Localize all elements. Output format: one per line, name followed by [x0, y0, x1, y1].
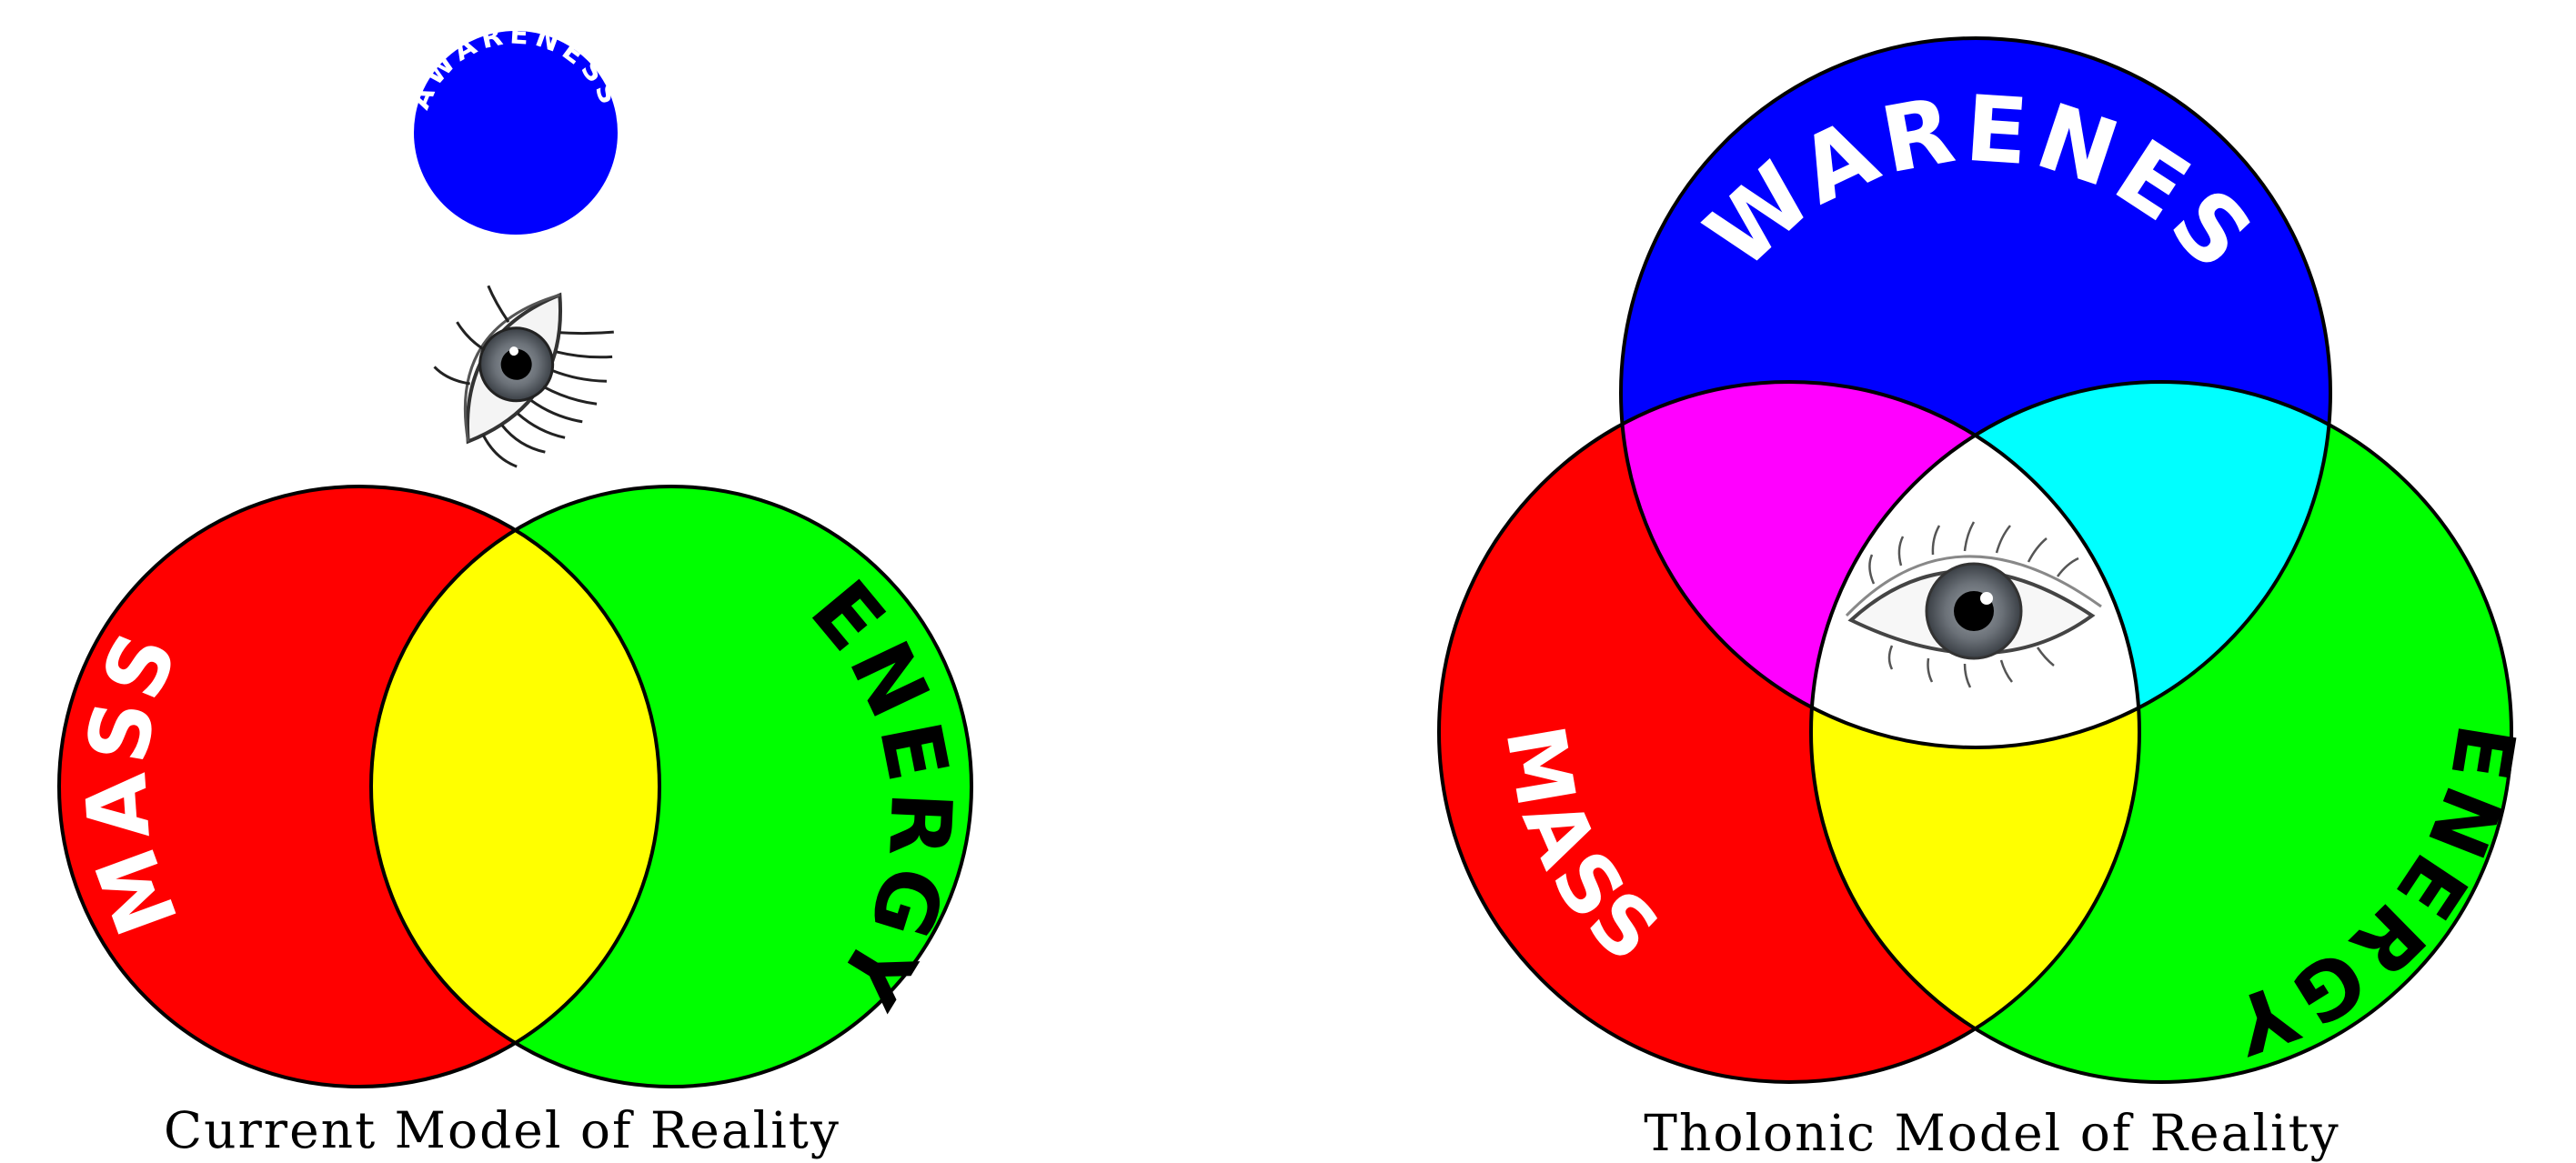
eye-icon: [433, 285, 614, 468]
current-model-caption: Current Model of Reality: [164, 1101, 840, 1159]
eye-icon: [1845, 521, 2102, 688]
current-model: AWARENESS: [57, 18, 973, 1159]
current-awareness-circle: [414, 31, 618, 235]
current-mass-energy-overlap: [371, 486, 659, 1087]
tholonic-model-caption: Tholonic Model of Reality: [1644, 1104, 2340, 1162]
